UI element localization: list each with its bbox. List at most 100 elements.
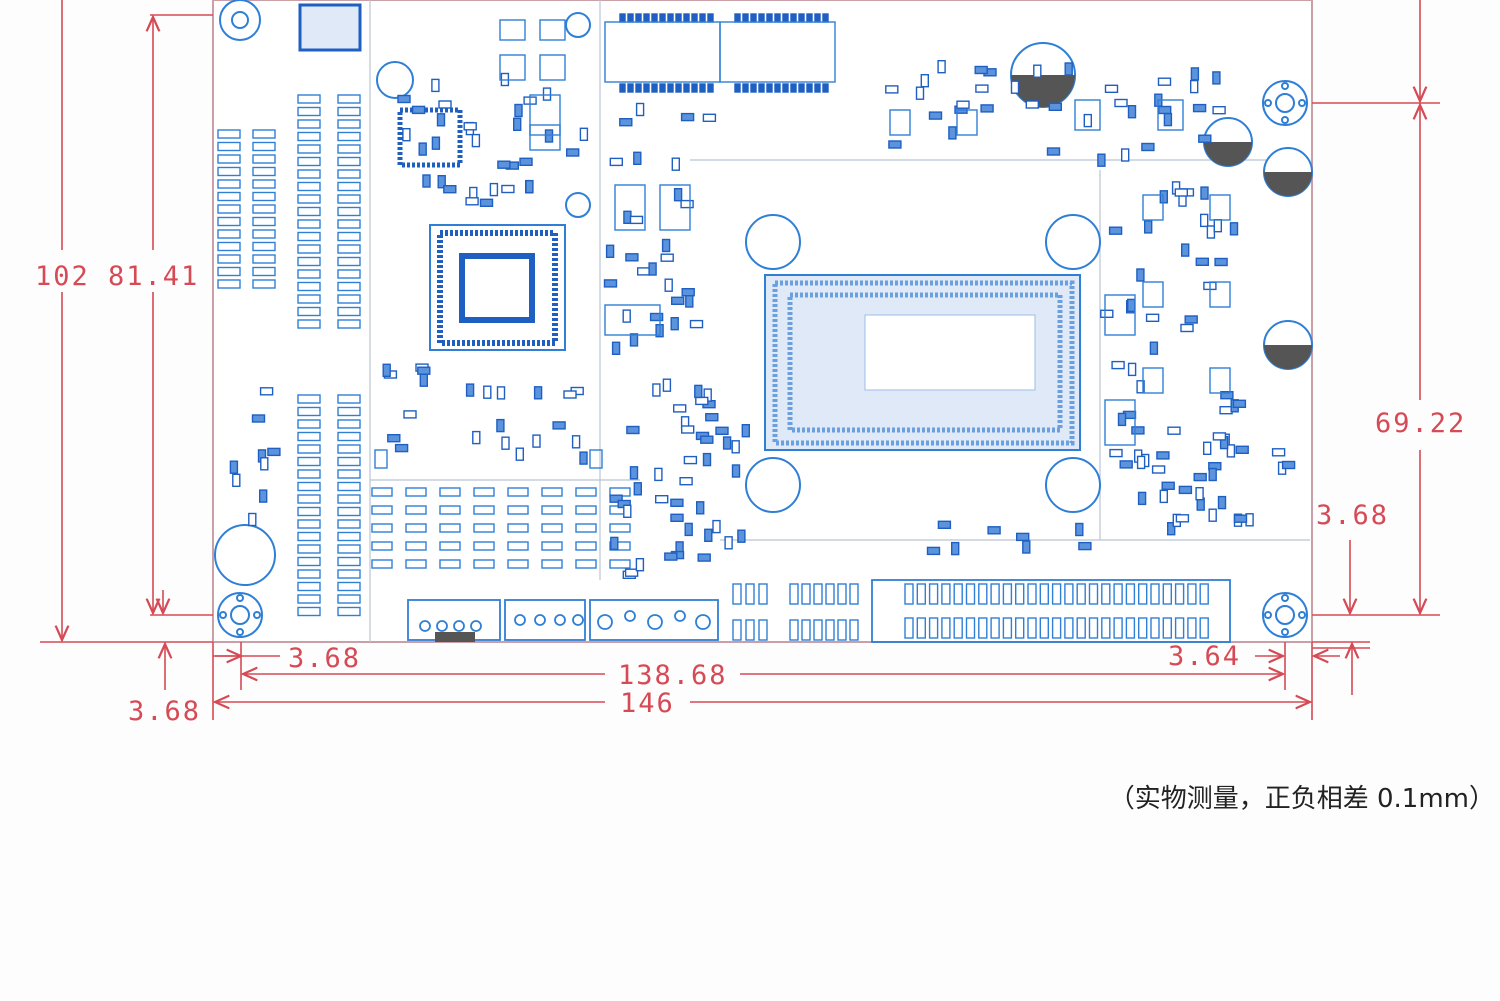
- header-pin: [609, 541, 631, 551]
- smd-component: [624, 568, 639, 577]
- header-pin: [297, 494, 321, 504]
- dim-board-width: 146: [620, 688, 675, 719]
- smd-component: [1127, 362, 1137, 377]
- component-outline: [539, 54, 566, 81]
- header-pin: [337, 319, 361, 329]
- header-pin: [541, 505, 563, 515]
- header-pin: [337, 231, 361, 242]
- dim-right-lower-offset: 3.68: [1316, 500, 1389, 531]
- header-pin: [507, 487, 529, 497]
- header-pin: [1002, 583, 1013, 605]
- header-pin: [1039, 583, 1050, 605]
- smd-component: [673, 404, 687, 413]
- header-pin: [252, 191, 276, 202]
- component-outline: [529, 124, 561, 151]
- header-pin: [297, 519, 321, 529]
- header-pin: [1150, 617, 1160, 639]
- smd-component: [496, 386, 506, 400]
- header-pin: [297, 219, 321, 229]
- controller-chip: [429, 224, 566, 351]
- header-pin: [691, 13, 698, 23]
- header-pin: [1162, 583, 1173, 605]
- smd-component: [1233, 514, 1248, 523]
- header-pin: [297, 206, 321, 217]
- header-pin: [1174, 583, 1185, 605]
- header-pin: [439, 559, 461, 569]
- header-pin: [575, 541, 597, 551]
- smd-component: [443, 184, 457, 194]
- smd-component: [1119, 460, 1133, 469]
- header-pin: [627, 83, 634, 93]
- smd-component: [1235, 445, 1249, 454]
- header-pin: [297, 281, 321, 292]
- header-pin: [297, 481, 321, 492]
- header-pin: [337, 406, 361, 417]
- smd-component: [1212, 71, 1221, 85]
- component-outline: [659, 184, 691, 231]
- header-pin: [507, 559, 529, 569]
- smd-component: [403, 410, 417, 419]
- header-pin: [439, 505, 461, 515]
- header-pin: [801, 619, 811, 641]
- smd-component: [1143, 220, 1153, 234]
- smd-component: [552, 421, 566, 430]
- header-pin: [965, 583, 976, 605]
- smd-component: [649, 312, 664, 322]
- header-pin: [297, 119, 321, 129]
- smd-component: [1137, 491, 1147, 506]
- header-pin: [337, 94, 361, 104]
- smd-component: [1097, 153, 1106, 167]
- smd-component: [1010, 80, 1020, 94]
- header-pin: [1051, 583, 1062, 605]
- smd-component: [625, 253, 639, 262]
- header-pin: [507, 541, 529, 551]
- header-pin: [619, 13, 626, 23]
- header-pin: [337, 531, 361, 542]
- header-pin: [297, 606, 321, 617]
- header-pin: [371, 541, 393, 551]
- header-pin: [941, 617, 951, 639]
- component-outline: [889, 109, 911, 136]
- smd-component: [1190, 67, 1200, 81]
- dim-board-height: 102: [35, 261, 90, 292]
- component-outline: [499, 19, 526, 41]
- smd-component: [463, 122, 477, 131]
- header-pin: [337, 444, 361, 454]
- smd-component: [417, 366, 431, 375]
- header-pin: [774, 83, 781, 93]
- header-pin: [675, 83, 682, 93]
- header-pin: [691, 83, 698, 93]
- header-pin: [439, 523, 461, 533]
- header-pin: [742, 83, 749, 93]
- smd-component: [248, 512, 257, 527]
- header-pin: [541, 559, 563, 569]
- smd-component: [232, 473, 241, 487]
- header-pin: [651, 13, 658, 23]
- smd-component: [652, 383, 661, 397]
- smd-component: [514, 103, 523, 118]
- smd-component: [438, 100, 452, 109]
- smd-component: [1220, 391, 1234, 400]
- smd-component: [956, 100, 970, 109]
- component-outline: [499, 54, 526, 81]
- header-pin: [825, 619, 835, 641]
- header-pin: [619, 83, 626, 93]
- smd-component: [671, 157, 680, 171]
- smd-component: [471, 133, 481, 148]
- header-pin: [297, 431, 321, 442]
- header-pin: [707, 13, 714, 23]
- header-pin: [789, 583, 799, 605]
- header-pin: [252, 204, 276, 214]
- smd-component: [387, 434, 401, 443]
- smd-component: [501, 184, 515, 194]
- smd-component: [695, 396, 709, 406]
- smd-component: [1159, 489, 1169, 504]
- header-pin: [337, 469, 361, 479]
- smd-component: [937, 520, 952, 529]
- header-pin: [297, 531, 321, 542]
- smd-component: [1206, 225, 1216, 239]
- header-pin: [252, 129, 276, 139]
- header-pin: [217, 141, 241, 152]
- smd-component: [1111, 360, 1125, 370]
- component-outline: [1157, 99, 1184, 131]
